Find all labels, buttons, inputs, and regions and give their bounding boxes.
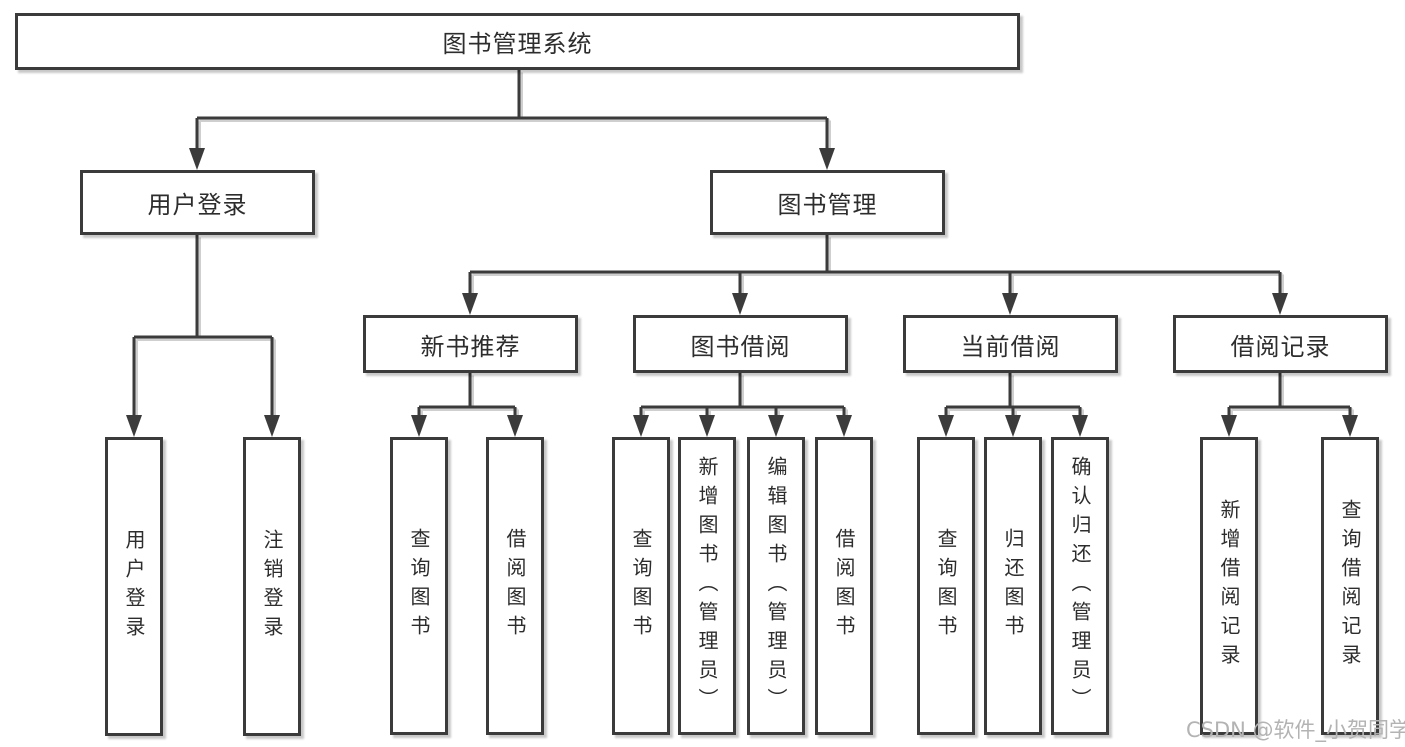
node-user-login-label: 用户登录 xyxy=(147,191,248,219)
leaf-current-confirm-return-label: 确认归还（管理员） xyxy=(1068,455,1092,717)
node-new-book-recommend: 新书推荐 xyxy=(363,315,578,373)
leaf-borrow-add-books-label: 新增图书（管理员） xyxy=(695,455,719,717)
leaf-newbook-query-books-label: 查询图书 xyxy=(407,528,431,644)
leaf-user-login: 用户登录 xyxy=(105,437,163,736)
node-book-borrow-label: 图书借阅 xyxy=(690,332,791,361)
node-current-borrow-label: 当前借阅 xyxy=(960,332,1061,361)
leaf-current-query-books: 查询图书 xyxy=(917,437,975,735)
leaf-records-query-record: 查询借阅记录 xyxy=(1321,437,1379,735)
leaf-records-add-record-label: 新增借阅记录 xyxy=(1217,499,1241,673)
node-borrow-records: 借阅记录 xyxy=(1173,315,1388,373)
leaf-logout-label: 注销登录 xyxy=(260,528,284,645)
leaf-current-query-books-label: 查询图书 xyxy=(934,528,958,644)
node-new-book-recommend-label: 新书推荐 xyxy=(420,332,521,361)
leaf-borrow-query-books: 查询图书 xyxy=(612,437,670,735)
leaf-newbook-borrow-books: 借阅图书 xyxy=(486,437,544,735)
leaf-borrow-borrow-books-label: 借阅图书 xyxy=(832,528,856,644)
node-book-management-label: 图书管理 xyxy=(777,191,878,219)
leaf-current-confirm-return: 确认归还（管理员） xyxy=(1051,437,1109,735)
leaf-user-login-label: 用户登录 xyxy=(122,528,146,645)
node-book-management: 图书管理 xyxy=(710,170,945,235)
node-book-borrow: 图书借阅 xyxy=(633,315,848,373)
leaf-borrow-borrow-books: 借阅图书 xyxy=(815,437,873,735)
node-root-label: 图书管理系统 xyxy=(442,30,593,58)
leaf-current-return-books: 归还图书 xyxy=(984,437,1042,735)
connector-main xyxy=(132,70,1352,417)
node-current-borrow: 当前借阅 xyxy=(903,315,1118,373)
leaf-logout: 注销登录 xyxy=(243,437,301,736)
leaf-borrow-edit-books-label: 编辑图书（管理员） xyxy=(764,455,788,717)
arrow-down-icons xyxy=(126,148,1358,437)
connector-shadow xyxy=(135,72,1354,420)
leaf-records-query-record-label: 查询借阅记录 xyxy=(1338,499,1362,673)
leaf-records-add-record: 新增借阅记录 xyxy=(1200,437,1258,735)
leaf-newbook-borrow-books-label: 借阅图书 xyxy=(503,528,527,644)
leaf-newbook-query-books: 查询图书 xyxy=(390,437,448,735)
node-root: 图书管理系统 xyxy=(15,13,1020,70)
leaf-borrow-edit-books: 编辑图书（管理员） xyxy=(747,437,805,735)
node-borrow-records-label: 借阅记录 xyxy=(1230,332,1331,361)
leaf-borrow-query-books-label: 查询图书 xyxy=(629,528,653,644)
leaf-current-return-books-label: 归还图书 xyxy=(1001,528,1025,644)
node-user-login: 用户登录 xyxy=(80,170,315,235)
csdn-watermark: CSDN @软件_小贺同学 xyxy=(1186,718,1405,742)
leaf-borrow-add-books: 新增图书（管理员） xyxy=(678,437,736,735)
